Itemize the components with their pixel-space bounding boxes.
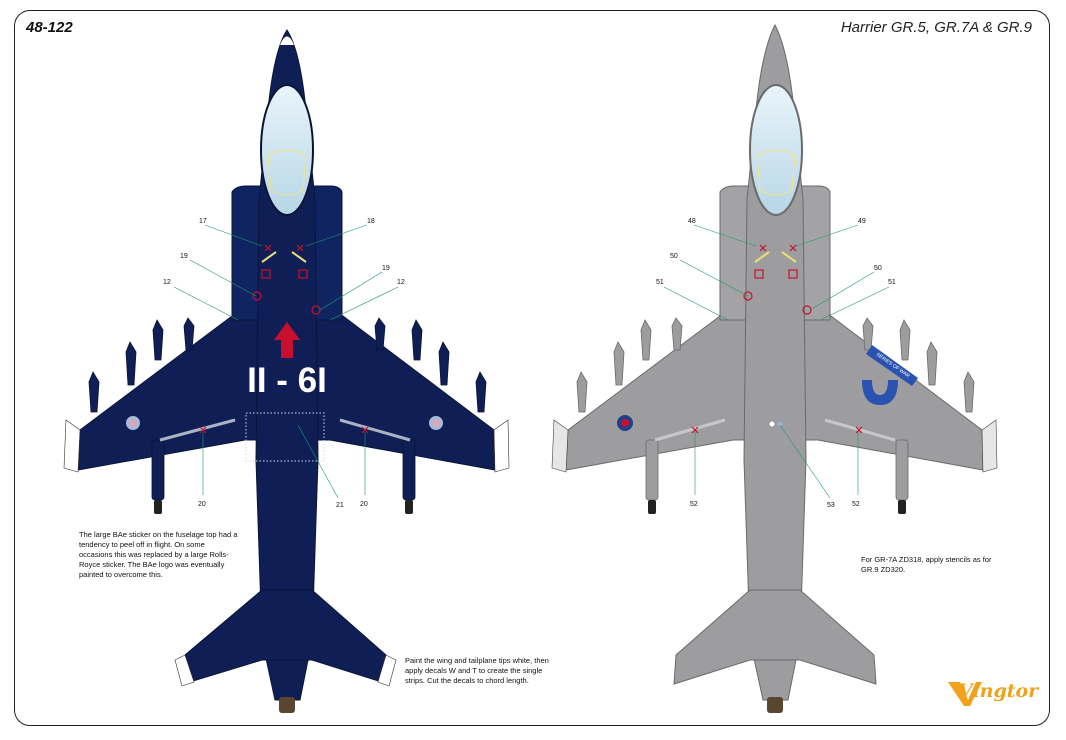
sheet-title: Harrier GR.5, GR.7A & GR.9 (840, 19, 1032, 36)
callout-label: 51 (656, 279, 664, 286)
callout-label: 17 (199, 218, 207, 225)
right-callout-labels: 48 49 50 50 51 51 52 53 52 (656, 218, 896, 509)
callout-label: 12 (163, 279, 171, 286)
callout-label: 19 (180, 253, 188, 260)
callout-label: 20 (360, 501, 368, 508)
callout-label: 50 (670, 253, 678, 260)
callout-label: 49 (858, 218, 866, 225)
callout-label: 21 (336, 502, 344, 509)
callout-label: 50 (874, 265, 882, 272)
right-aircraft: SERIES OF WAR (551, 23, 998, 713)
callout-label: 52 (852, 501, 860, 508)
left-callout-labels: 17 18 19 19 12 12 20 21 20 (163, 218, 405, 509)
left-aircraft-stores (88, 317, 487, 501)
left-aircraft-wingtip-left (63, 419, 81, 473)
callout-label: 18 (367, 218, 375, 225)
note-bae-sticker: The large BAe sticker on the fuselage to… (79, 530, 238, 579)
left-aircraft: II - 6I (63, 29, 510, 713)
note-stencils: For GR-7A ZD318, apply stencils as for G… (861, 555, 992, 574)
callout-label: 52 (690, 501, 698, 508)
left-aircraft-code: II - 6I (247, 361, 327, 400)
callout-label: 19 (382, 265, 390, 272)
callout-label: 53 (827, 502, 835, 509)
left-aircraft-wingtip-right (493, 419, 510, 473)
callout-label: 20 (198, 501, 206, 508)
brand-logo (948, 682, 982, 706)
sheet-code: 48-122 (26, 19, 73, 36)
sheet-frame (14, 10, 1050, 726)
note-tips: Paint the wing and tailplane tips white,… (405, 656, 549, 685)
brand-logo-text: Vingtor (958, 680, 1039, 702)
right-aircraft-tailplane (673, 589, 877, 685)
right-aircraft-special-marking (862, 380, 898, 405)
callout-label: 12 (397, 279, 405, 286)
callout-label: 51 (888, 279, 896, 286)
callout-label: 48 (688, 218, 696, 225)
